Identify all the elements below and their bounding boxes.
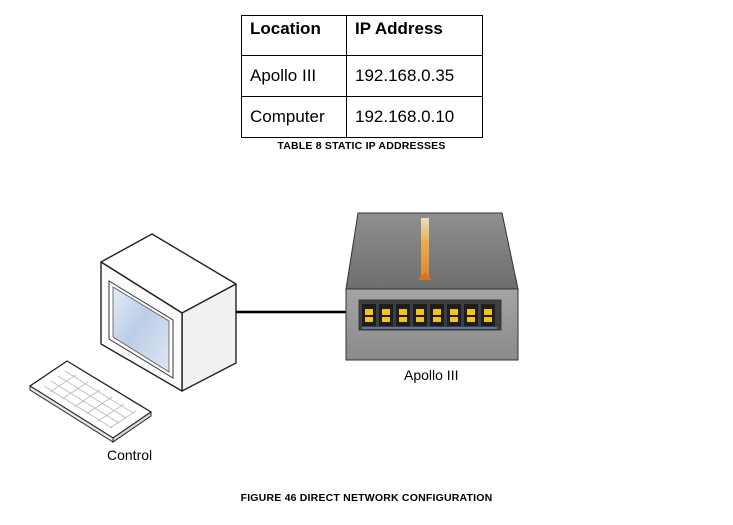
- table-caption: TABLE 8 STATIC IP ADDRESSES: [277, 140, 446, 152]
- switch-ports: [362, 304, 495, 326]
- table-header-row: Location IP Address: [241, 15, 483, 56]
- computer-label: Control: [107, 447, 153, 463]
- header-ip-address: IP Address: [346, 15, 483, 56]
- header-location: Location: [241, 15, 347, 56]
- cell-ip: 192.168.0.35: [346, 55, 483, 97]
- network-switch-icon: [345, 212, 519, 361]
- switch-label: Apollo III: [404, 367, 459, 383]
- brand-logo: [418, 218, 432, 280]
- computer-monitor-icon: [100, 233, 237, 392]
- cell-ip: 192.168.0.10: [346, 96, 483, 138]
- keyboard-icon: [29, 360, 152, 443]
- figure-caption: FIGURE 46 DIRECT NETWORK CONFIGURATION: [240, 492, 493, 504]
- table-row: Apollo III 192.168.0.35: [241, 55, 483, 97]
- table-row: Computer 192.168.0.10: [241, 96, 483, 138]
- static-ip-table: Location IP Address Apollo III 192.168.0…: [241, 15, 483, 138]
